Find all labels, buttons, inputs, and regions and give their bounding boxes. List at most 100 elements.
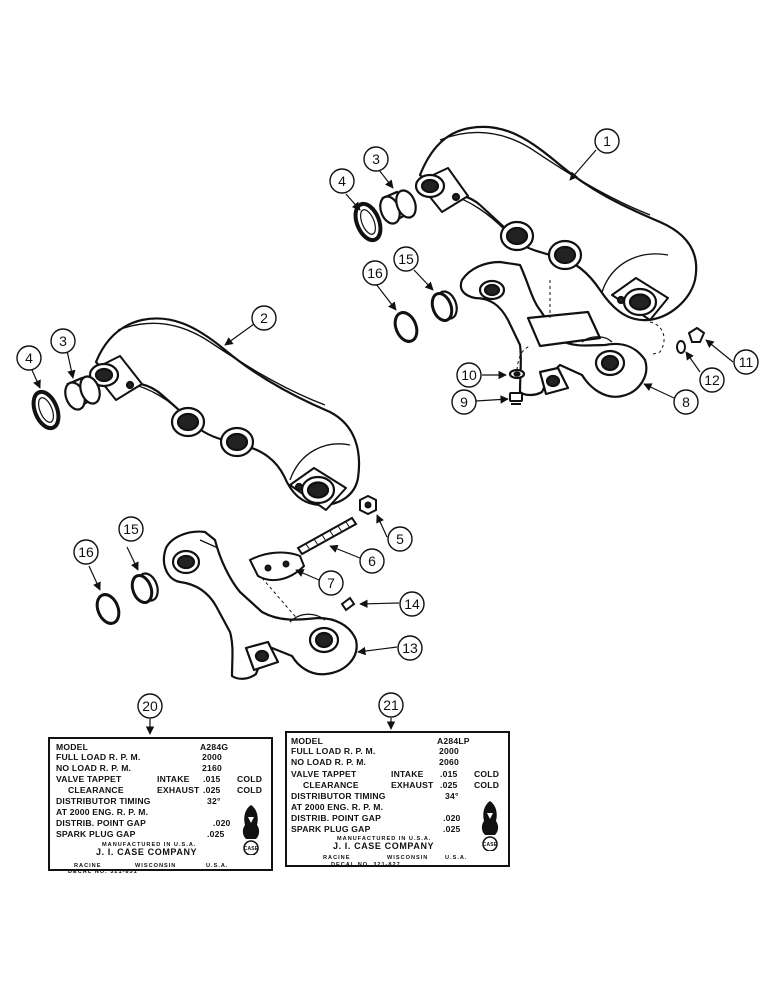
- decal-number: DECAL NO. 321-831: [68, 869, 138, 875]
- gasket-ring-16-lower: [95, 593, 121, 625]
- gasket-ring-4-upper: [353, 201, 383, 243]
- callout-4-middle: 4: [16, 345, 42, 371]
- svg-text:8: 8: [682, 394, 690, 410]
- svg-text:4: 4: [338, 173, 346, 189]
- bolt-11: [687, 326, 706, 343]
- callout-16-upper: 16: [362, 260, 388, 286]
- state-text: WISCONSIN: [135, 863, 177, 869]
- plug-gap-value: .025: [443, 824, 461, 834]
- callout-3-upper: 3: [363, 146, 389, 172]
- svg-text:15: 15: [398, 251, 414, 267]
- clearance-label: CLEARANCE: [68, 785, 124, 795]
- plug-gap-label: SPARK PLUG GAP: [56, 829, 136, 839]
- svg-text:2: 2: [260, 310, 268, 326]
- full-load-value: 2000: [202, 752, 222, 762]
- intake-value: .015: [440, 769, 458, 779]
- washer-10: [508, 368, 526, 380]
- manufactured-text: MANUFACTURED IN U.S.A.: [337, 836, 432, 842]
- intake-cond: COLD: [237, 774, 263, 784]
- full-load-value: 2000: [439, 746, 459, 756]
- point-gap-value: .020: [213, 818, 231, 828]
- svg-text:11: 11: [739, 354, 754, 370]
- svg-text:CASE: CASE: [483, 842, 498, 848]
- svg-text:10: 10: [461, 367, 477, 383]
- exhaust-label: EXHAUST: [391, 780, 434, 790]
- svg-text:9: 9: [460, 394, 468, 410]
- callout-7: 7: [318, 570, 344, 596]
- point-gap-label: DISTRIB. POINT GAP: [291, 813, 382, 823]
- callout-3-middle: 3: [50, 328, 76, 354]
- callout-14: 14: [399, 591, 425, 617]
- intake-label: INTAKE: [391, 769, 424, 779]
- alignment-line: [649, 321, 665, 356]
- dist-timing-label: DISTRIBUTOR TIMING: [291, 791, 386, 801]
- case-eagle-logo: CASE: [481, 801, 499, 851]
- country-text: U.S.A.: [445, 855, 468, 861]
- intake-manifold-13: [162, 530, 358, 680]
- intake-cond: COLD: [474, 769, 500, 779]
- model-label: MODEL: [56, 742, 89, 752]
- dist-timing-value: 32°: [207, 796, 221, 806]
- callout-16-lower: 16: [73, 539, 99, 565]
- svg-text:7: 7: [327, 575, 335, 591]
- gasket-ring-15-upper: [430, 290, 458, 323]
- exhaust-manifold-2: [88, 317, 361, 511]
- svg-text:1: 1: [603, 133, 611, 149]
- callout-5: 5: [387, 526, 413, 552]
- svg-text:14: 14: [404, 596, 420, 612]
- dist-timing-value: 34°: [445, 791, 459, 801]
- intake-value: .015: [203, 774, 221, 784]
- nut-5: [359, 494, 377, 516]
- model-value: A284G: [200, 742, 229, 752]
- callout-4-upper: 4: [329, 168, 355, 194]
- callout-12: 12: [699, 367, 725, 393]
- washer-12: [676, 340, 686, 354]
- at-rpm-label: AT 2000 ENG. R. P. M.: [56, 807, 149, 817]
- svg-text:13: 13: [402, 640, 418, 656]
- full-load-label: FULL LOAD R. P. M.: [291, 746, 376, 756]
- point-gap-label: DISTRIB. POINT GAP: [56, 818, 147, 828]
- svg-text:3: 3: [59, 333, 67, 349]
- callout-8: 8: [673, 389, 699, 415]
- callout-9: 9: [451, 389, 477, 415]
- dist-timing-label: DISTRIBUTOR TIMING: [56, 796, 151, 806]
- callout-15-lower: 15: [118, 516, 144, 542]
- callout-13: 13: [397, 635, 423, 661]
- callout-15-upper: 15: [393, 246, 419, 272]
- clearance-label: CLEARANCE: [303, 780, 359, 790]
- alignment-line: [261, 577, 301, 623]
- callout-2: 2: [251, 305, 277, 331]
- callout-6: 6: [359, 548, 385, 574]
- full-load-label: FULL LOAD R. P. M.: [56, 752, 141, 762]
- exhaust-value: .025: [440, 780, 458, 790]
- city-text: RACINE: [74, 863, 102, 869]
- svg-text:20: 20: [142, 698, 158, 714]
- svg-text:16: 16: [78, 544, 94, 560]
- model-value: A284LP: [437, 736, 470, 746]
- no-load-value: 2060: [439, 757, 459, 767]
- plug-gap-label: SPARK PLUG GAP: [291, 824, 371, 834]
- callout-1: 1: [594, 128, 620, 154]
- company-name: J. I. CASE COMPANY: [333, 841, 435, 851]
- exhaust-cond: COLD: [237, 785, 263, 795]
- decal-number: DECAL NO. 321-827: [331, 862, 401, 868]
- clamp-7: [248, 551, 306, 582]
- exhaust-cond: COLD: [474, 780, 500, 790]
- svg-text:3: 3: [372, 151, 380, 167]
- plug-14: [340, 596, 356, 612]
- at-rpm-label: AT 2000 ENG. R. P. M.: [291, 802, 384, 812]
- exhaust-label: EXHAUST: [157, 785, 200, 795]
- intake-manifold-8: [459, 260, 648, 398]
- country-text: U.S.A.: [206, 863, 229, 869]
- no-load-label: NO LOAD R. P. M.: [291, 757, 367, 767]
- leader-lines: [31, 149, 734, 735]
- point-gap-value: .020: [443, 813, 461, 823]
- city-text: RACINE: [323, 855, 351, 861]
- gasket-ring-3-middle: [64, 375, 101, 411]
- model-label: MODEL: [291, 736, 324, 746]
- manufactured-text: MANUFACTURED IN U.S.A.: [102, 842, 197, 848]
- callout-11: 11: [733, 349, 759, 375]
- svg-text:4: 4: [25, 350, 33, 366]
- gasket-ring-4-middle: [31, 389, 61, 431]
